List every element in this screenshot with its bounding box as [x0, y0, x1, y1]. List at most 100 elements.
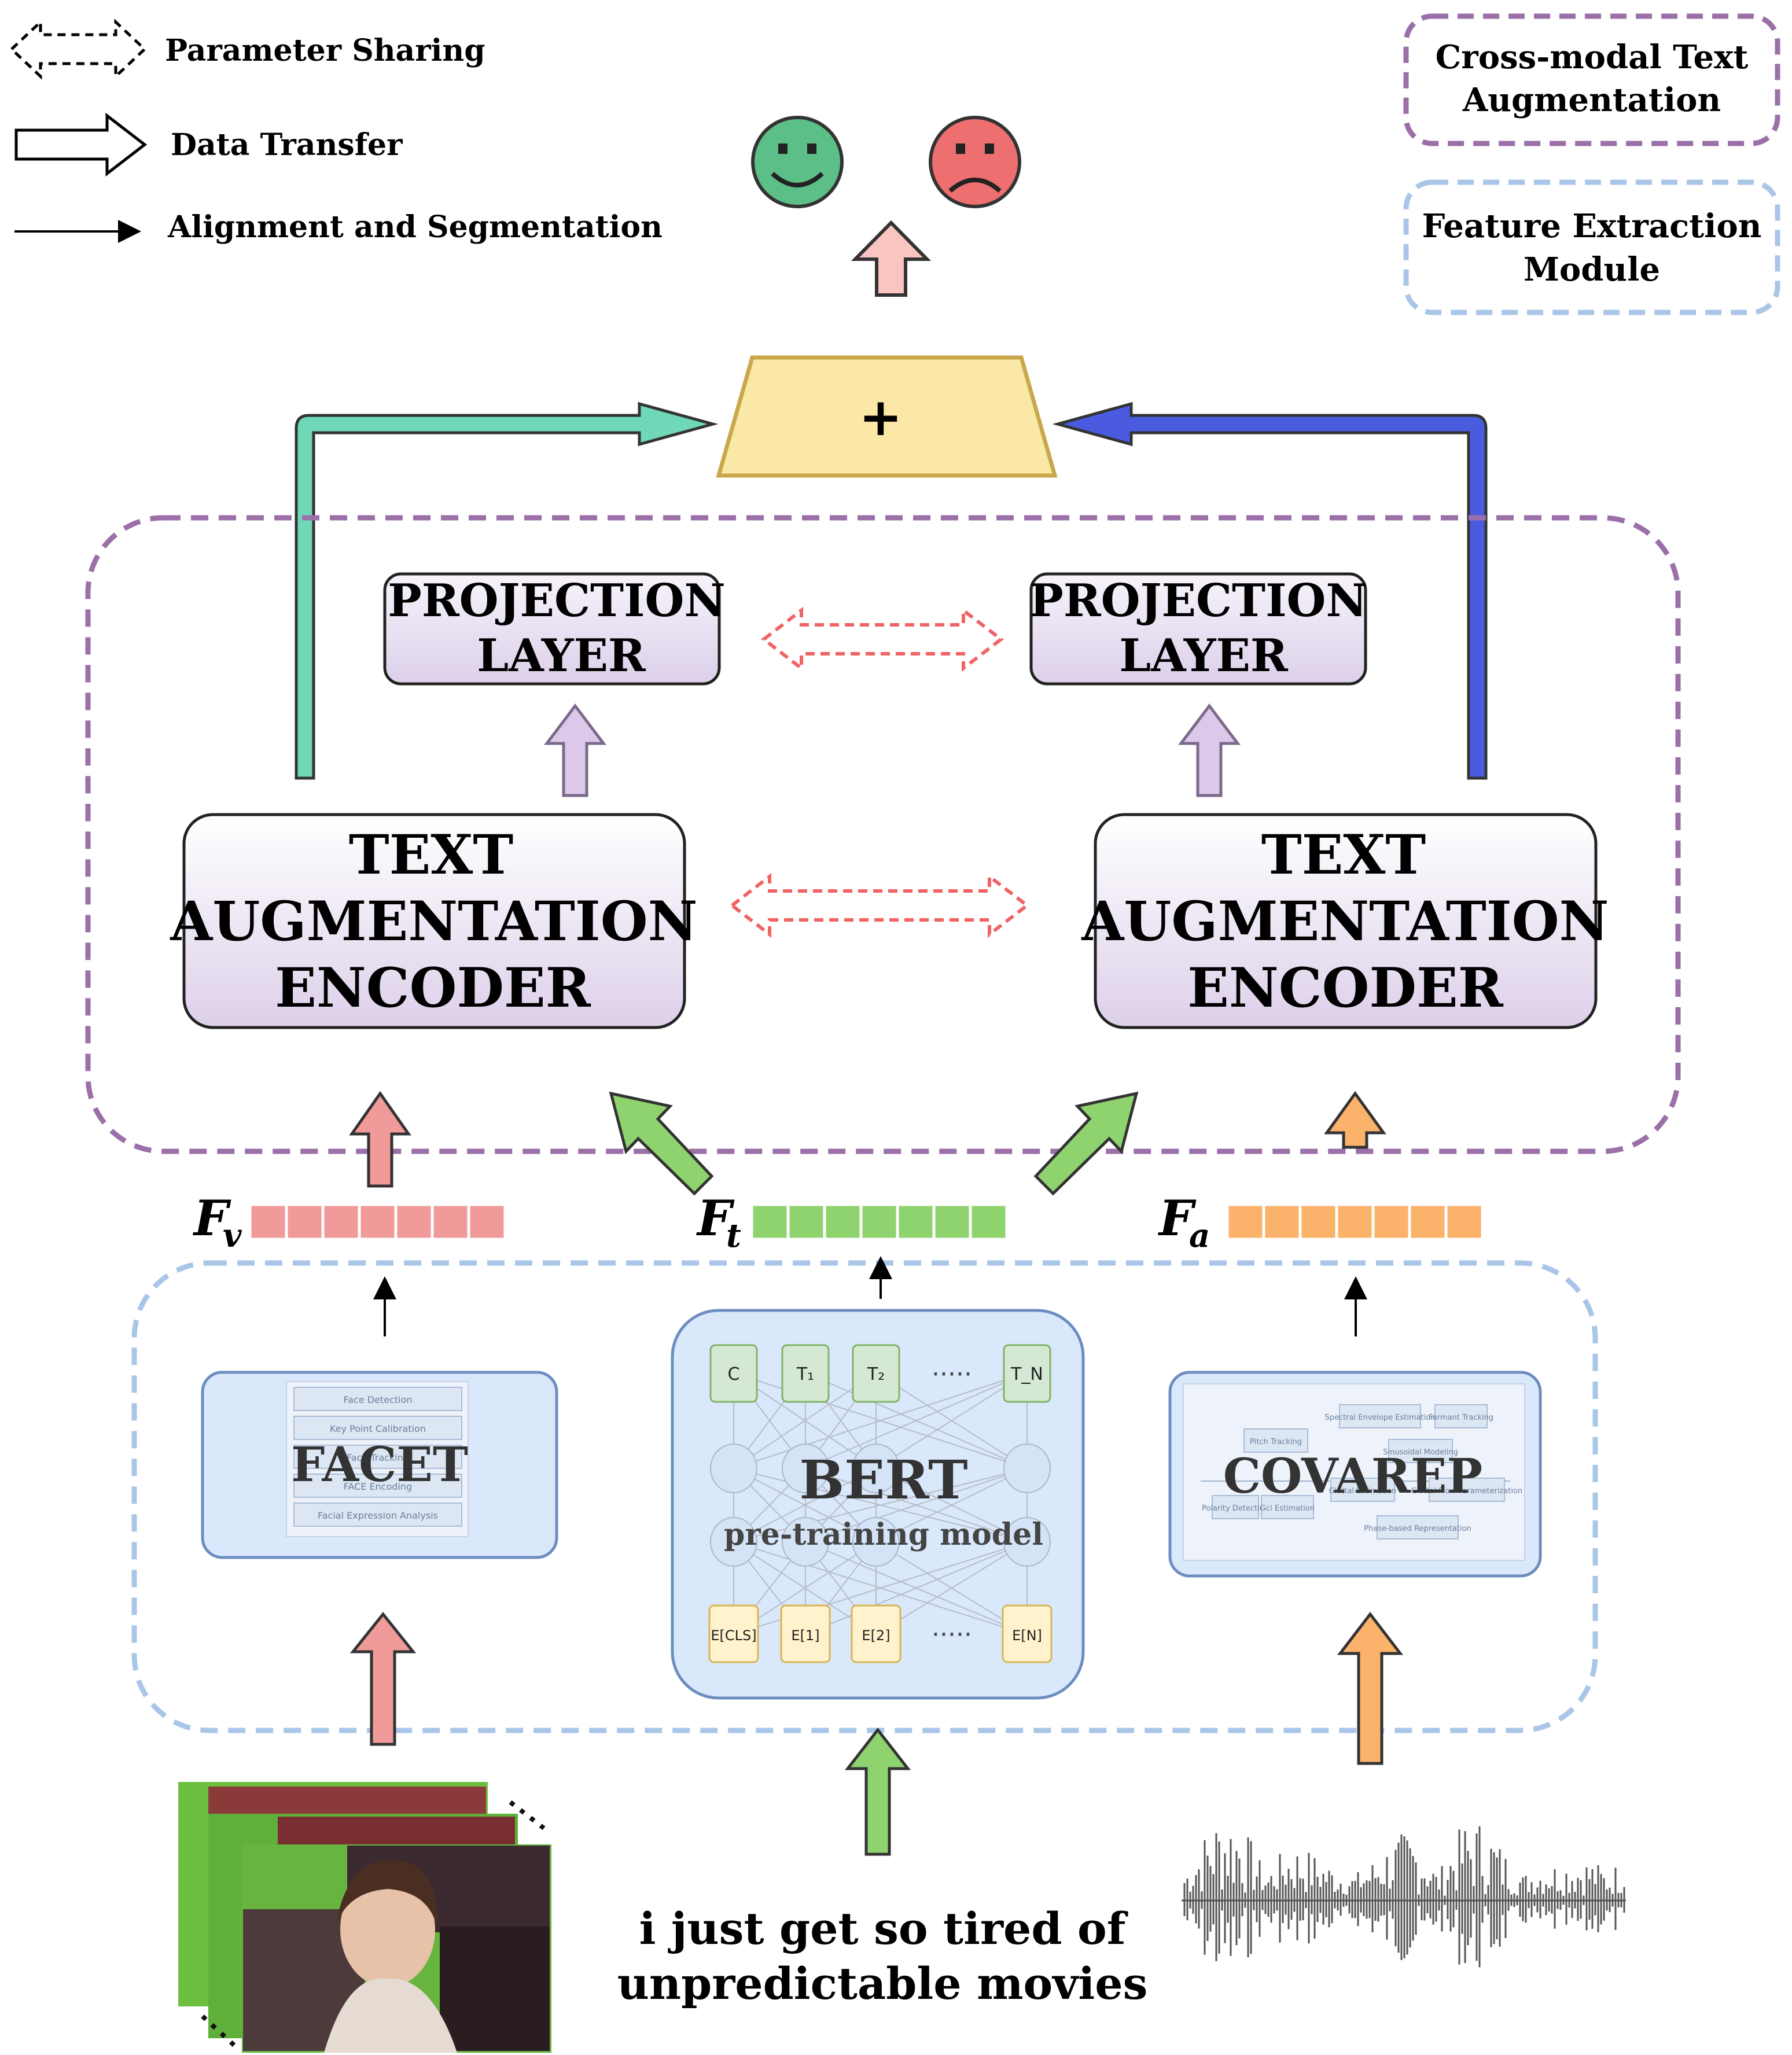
input-text-line1: i just get so tired of: [639, 1903, 1128, 1954]
ft-cell: [970, 1204, 1007, 1240]
bert-bottom-token: [780, 1604, 831, 1663]
facet-step-label: FACE Encoding: [344, 1481, 413, 1492]
legend: Parameter Sharing Data Transfer Alignmen…: [9, 19, 663, 245]
sad-face-icon: [929, 116, 1021, 208]
covarep-step-label: Glottal Flow Parameterization: [1411, 1487, 1522, 1496]
fa-cell: [1336, 1204, 1374, 1240]
ft-to-encoder-right-arrow: [1033, 1091, 1139, 1196]
right-to-fusion-arrow: [1052, 402, 1488, 780]
bert-top-token-label: C: [728, 1364, 740, 1384]
feature-fa: F a: [1158, 1189, 1483, 1255]
bert-bottom-token: [1002, 1604, 1053, 1663]
person-face: [340, 1872, 435, 1987]
bert-top-token: [709, 1344, 758, 1403]
covarep-label: COVAREP: [1223, 1449, 1482, 1504]
projection-right-line2: LAYER: [1119, 629, 1289, 682]
bert-bottom-token-label: E[CLS]: [711, 1627, 756, 1644]
bert-top-token-label: T₁: [796, 1364, 814, 1384]
legend-param-sharing: Parameter Sharing: [165, 33, 485, 68]
feature-ft: F t: [696, 1189, 1007, 1255]
param-share-encoder-arrow: [729, 872, 1030, 938]
covarep-step-box: [1377, 1515, 1459, 1540]
encoder-left-line2: AUGMENTATION: [170, 890, 697, 953]
covarep-step-label: Phase-based Representation: [1364, 1524, 1471, 1533]
covarep-step-box: [1261, 1495, 1314, 1519]
ft-cell: [824, 1204, 862, 1240]
cross-modal-container: [85, 515, 1681, 1154]
covarep-step-label: Formant Tracking: [1429, 1413, 1493, 1422]
bert-bottom-dots: ·····: [932, 1620, 972, 1649]
encoder-right-line1: TEXT: [1261, 823, 1426, 887]
facet-step-label: Face Tracking: [347, 1452, 409, 1463]
facet-step-box: [293, 1474, 462, 1498]
video-frames: [178, 1782, 551, 2053]
projection-right-line1: PROJECTION: [1029, 574, 1367, 627]
key-cross-modal-box: Cross-modal Text Augmentation: [1403, 13, 1780, 146]
encoder-left-line3: ENCODER: [275, 956, 591, 1020]
text-augmentation-encoder-right: TEXT AUGMENTATION ENCODER: [1081, 813, 1609, 1029]
legend-alignment: Alignment and Segmentation: [167, 209, 663, 245]
fv-cell: [286, 1204, 323, 1240]
bert-top-token: [1003, 1344, 1051, 1403]
feature-extraction-container: [131, 1260, 1598, 1733]
text-augmentation-encoder-left: TEXT AUGMENTATION ENCODER: [170, 813, 698, 1029]
key-feature-line1: Feature Extraction: [1422, 207, 1762, 245]
key-feature-line2: Module: [1524, 251, 1660, 289]
covarep-step-label: Gci Estimation: [1260, 1504, 1315, 1513]
bert-hidden-node: [782, 1517, 829, 1567]
covarep-step-box: [1339, 1404, 1421, 1428]
bert-top-dots: ·····: [932, 1360, 972, 1389]
key-cross-modal-line1: Cross-modal Text: [1436, 38, 1749, 76]
facet-step-label: Face Detection: [344, 1394, 413, 1405]
data-transfer-icon: [14, 112, 148, 177]
fa-cell: [1300, 1204, 1337, 1240]
fa-subscript: a: [1189, 1217, 1210, 1255]
audio-waveform: [1182, 1826, 1626, 1968]
covarep-step-box: [1212, 1495, 1259, 1519]
fa-vector: [1227, 1204, 1483, 1240]
covarep-step-label: Polarity Detection: [1202, 1504, 1269, 1513]
covarep-step-label: Glottal Estimation: [1329, 1487, 1397, 1496]
ft-letter: F: [696, 1189, 735, 1247]
fa-cell: [1445, 1204, 1483, 1240]
facet-step-box: [293, 1387, 462, 1411]
projection-left-line1: PROJECTION: [388, 574, 726, 627]
encoder-to-projection-left: [543, 703, 607, 797]
bert-bottom-token: [708, 1604, 759, 1663]
bert-hidden-nodes: [710, 1443, 1051, 1567]
facet-label: FACET: [291, 1437, 468, 1493]
facet-step-box: [293, 1416, 462, 1440]
bert-bottom-token-label: E[N]: [1012, 1627, 1042, 1644]
covarep-step-box: [1388, 1439, 1453, 1463]
happy-face-icon: [751, 116, 844, 208]
bert-edge: [733, 1372, 1028, 1469]
bert-hidden-node: [710, 1517, 757, 1567]
bert-hidden-node: [710, 1443, 757, 1493]
bert-edge: [733, 1468, 1028, 1542]
encoder-right-line3: ENCODER: [1187, 956, 1503, 1020]
ft-cell: [860, 1204, 898, 1240]
bert-edge: [875, 1468, 1028, 1542]
fv-cell: [322, 1204, 360, 1240]
ft-vector: [751, 1204, 1007, 1240]
facet-step-label: Key Point Calibration: [330, 1423, 426, 1434]
key-feature-extraction-box: Feature Extraction Module: [1403, 179, 1780, 315]
ft-subscript: t: [726, 1217, 741, 1255]
bert-hidden-node: [852, 1517, 900, 1567]
fv-subscript: v: [223, 1217, 242, 1255]
fv-to-encoder-arrow: [349, 1091, 411, 1188]
key-cross-modal-line2: Augmentation: [1462, 81, 1721, 119]
bert-bottom-token-label: E[2]: [862, 1627, 890, 1644]
bert-hidden-node: [782, 1443, 829, 1493]
ft-cell: [751, 1204, 789, 1240]
feature-fv: F v: [193, 1189, 506, 1255]
projection-left-line2: LAYER: [477, 629, 646, 682]
ft-to-encoder-left-arrow: [609, 1091, 714, 1196]
covarep-step-label: Sinusoidal Modeling: [1383, 1448, 1458, 1457]
covarep-step-label: Pitch Tracking: [1250, 1438, 1302, 1446]
